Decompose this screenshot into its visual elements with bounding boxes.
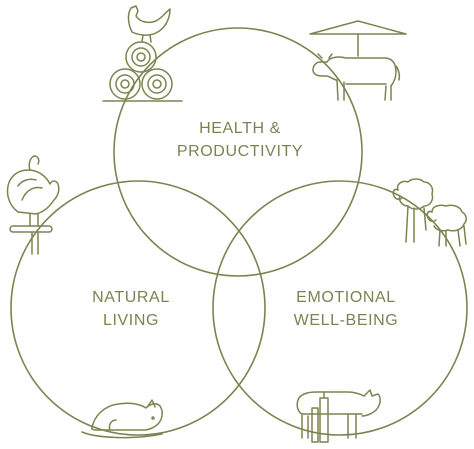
turkey-on-perch-icon (6, 155, 60, 255)
sheep-with-lamb-icon (392, 178, 467, 247)
health-label-line2: PRODUCTIVITY (177, 143, 303, 160)
health-productivity-circle (113, 27, 363, 277)
natural-label-line2: LIVING (103, 312, 159, 329)
cow-under-shade-icon (309, 20, 407, 101)
cow-with-scratching-post-icon (296, 389, 381, 443)
natural-label-line1: NATURAL (92, 289, 170, 306)
emotional-label-line1: EMOTIONAL (296, 289, 396, 306)
emotional-label-line2: WELL-BEING (294, 312, 399, 329)
health-label-line1: HEALTH & (199, 120, 281, 137)
natural-living-circle (10, 180, 266, 436)
pig-lying-in-mud-icon (81, 399, 163, 439)
chicken-on-hay-bales-icon (102, 5, 183, 102)
emotional-wellbeing-circle (212, 180, 468, 436)
